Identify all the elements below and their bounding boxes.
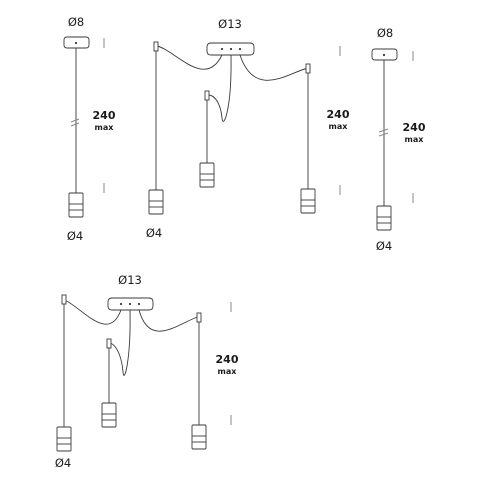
draped-cord: [109, 309, 131, 376]
cord-break-mark: [70, 118, 80, 123]
canopy-diameter-label: Ø8: [377, 26, 393, 40]
draped-cord: [156, 45, 223, 70]
figure-single-pendant-left: Ø8 Ø4 240 max: [63, 15, 116, 243]
cord-break-mark: [378, 128, 389, 133]
cord-hook: [106, 338, 112, 349]
lamp-shade: [148, 189, 164, 215]
canopy-diameter-label: Ø13: [218, 17, 242, 31]
height-value: 240: [403, 121, 426, 134]
canopy-diameter-label: Ø8: [68, 15, 84, 29]
height-unit: max: [95, 123, 115, 132]
cord-hook: [61, 294, 67, 305]
figure-single-pendant-right: Ø8 Ø4 240 max: [371, 26, 426, 253]
canopy-cord-hole: [128, 302, 132, 306]
canopy-diameter-label: Ø13: [118, 273, 142, 287]
canopy-cord-hole: [74, 41, 78, 45]
canopy-cord-hole: [137, 302, 141, 306]
shade-diameter-label: Ø4: [376, 239, 392, 253]
canopy-cord-hole: [382, 53, 386, 57]
lamp-shade: [68, 192, 84, 218]
shade-diameter-label: Ø4: [55, 456, 71, 470]
height-value: 240: [216, 353, 239, 366]
cord-break-mark: [70, 122, 80, 127]
lamp-shade: [56, 426, 72, 452]
cord-hook: [305, 63, 311, 74]
height-unit: max: [218, 367, 238, 376]
draped-cord: [63, 299, 122, 325]
cord-break-mark: [378, 132, 389, 137]
canopy-cord-hole: [229, 47, 233, 51]
cord-hook: [196, 312, 202, 323]
cord-hook: [153, 41, 159, 52]
canopy-cord-hole: [119, 302, 123, 306]
draped-cord: [239, 54, 309, 81]
lamp-shade: [300, 188, 316, 214]
cord-hook: [204, 90, 210, 101]
draped-cord: [138, 309, 199, 332]
lamp-shade: [101, 402, 117, 428]
height-unit: max: [405, 135, 425, 144]
canopy-cord-hole: [238, 47, 242, 51]
height-value: 240: [327, 108, 350, 121]
height-value: 240: [93, 109, 116, 122]
figure-three-pendant-cluster-bottom: Ø13 Ø4 240 max: [55, 273, 239, 470]
shade-diameter-label: Ø4: [67, 229, 83, 243]
shade-diameter-label: Ø4: [146, 226, 162, 240]
height-unit: max: [329, 122, 349, 131]
lamp-shade: [199, 162, 215, 188]
lamp-shade: [191, 424, 207, 450]
figure-three-pendant-cluster-top: Ø13 Ø4 240 max: [146, 17, 350, 240]
lamp-shade: [376, 205, 392, 231]
draped-cord: [207, 54, 232, 122]
canopy-cord-hole: [220, 47, 224, 51]
